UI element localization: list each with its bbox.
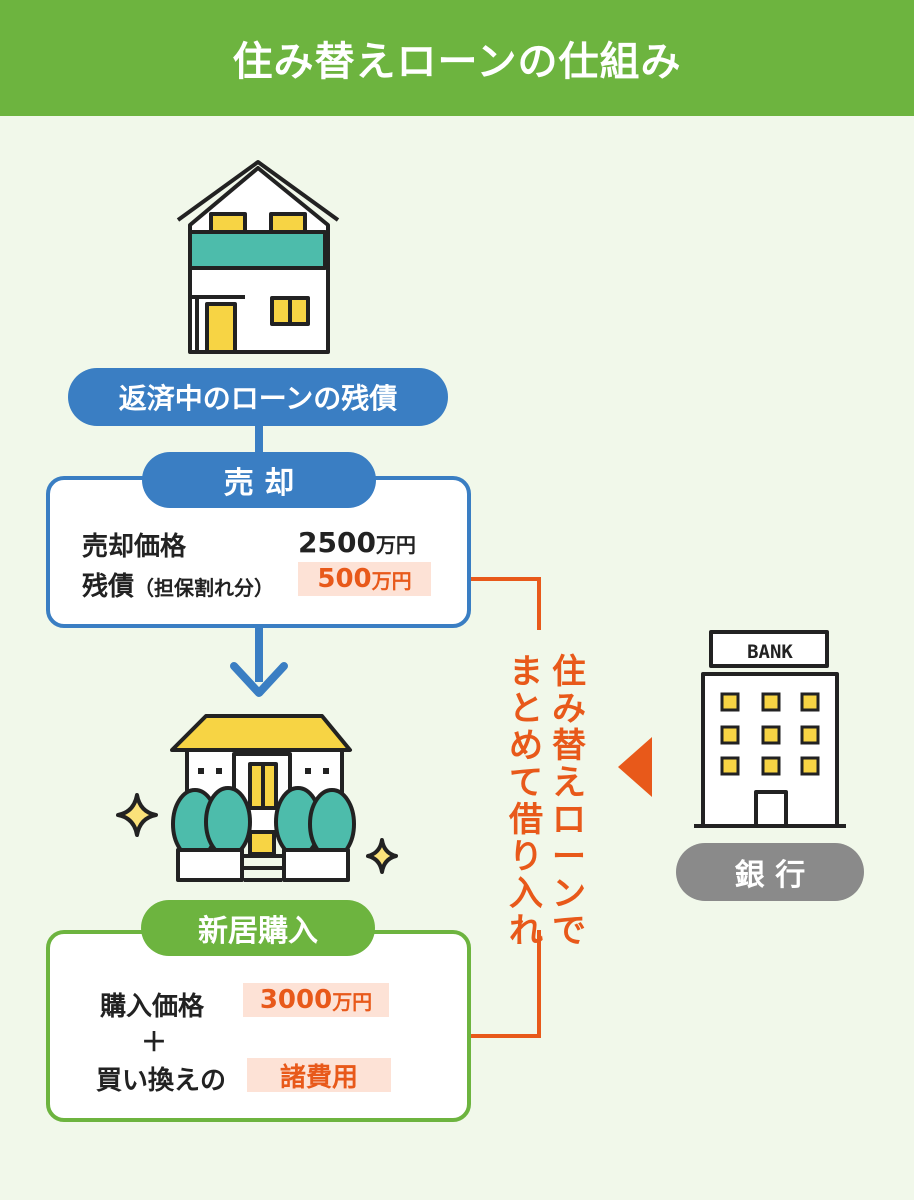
sale-price-label: 売却価格	[82, 532, 187, 562]
plus-sign: ＋	[141, 1028, 168, 1058]
fees-value: 諸費用	[247, 1058, 391, 1093]
loan-text-line-1: 住 み 替 え ロ ー ン で	[552, 652, 586, 951]
sparkle-icon	[116, 793, 158, 837]
blue-arrow-head	[230, 662, 288, 697]
sale-label: 売 却	[142, 452, 376, 508]
bank-sign-text: BANK	[747, 641, 793, 663]
sparkle-icon	[366, 838, 398, 874]
orange-arrow-icon	[618, 737, 652, 797]
title-bar: 住み替えローンの仕組み	[0, 0, 914, 116]
purchase-price-label: 購入価格	[100, 992, 205, 1022]
loan-text-line-2: ま と め て 借 り 入 れ	[509, 652, 543, 951]
bank-label: 銀 行	[676, 843, 864, 901]
fees-label: 買い換えの	[96, 1066, 227, 1096]
debt-label: 残債（担保割れ分）	[82, 572, 275, 602]
page-title: 住み替えローンの仕組み	[232, 39, 682, 85]
new-home-label: 新居購入	[141, 900, 375, 956]
current-home-label: 返済中のローンの残債	[68, 368, 448, 426]
sale-price-value: 2500万円	[298, 526, 416, 559]
